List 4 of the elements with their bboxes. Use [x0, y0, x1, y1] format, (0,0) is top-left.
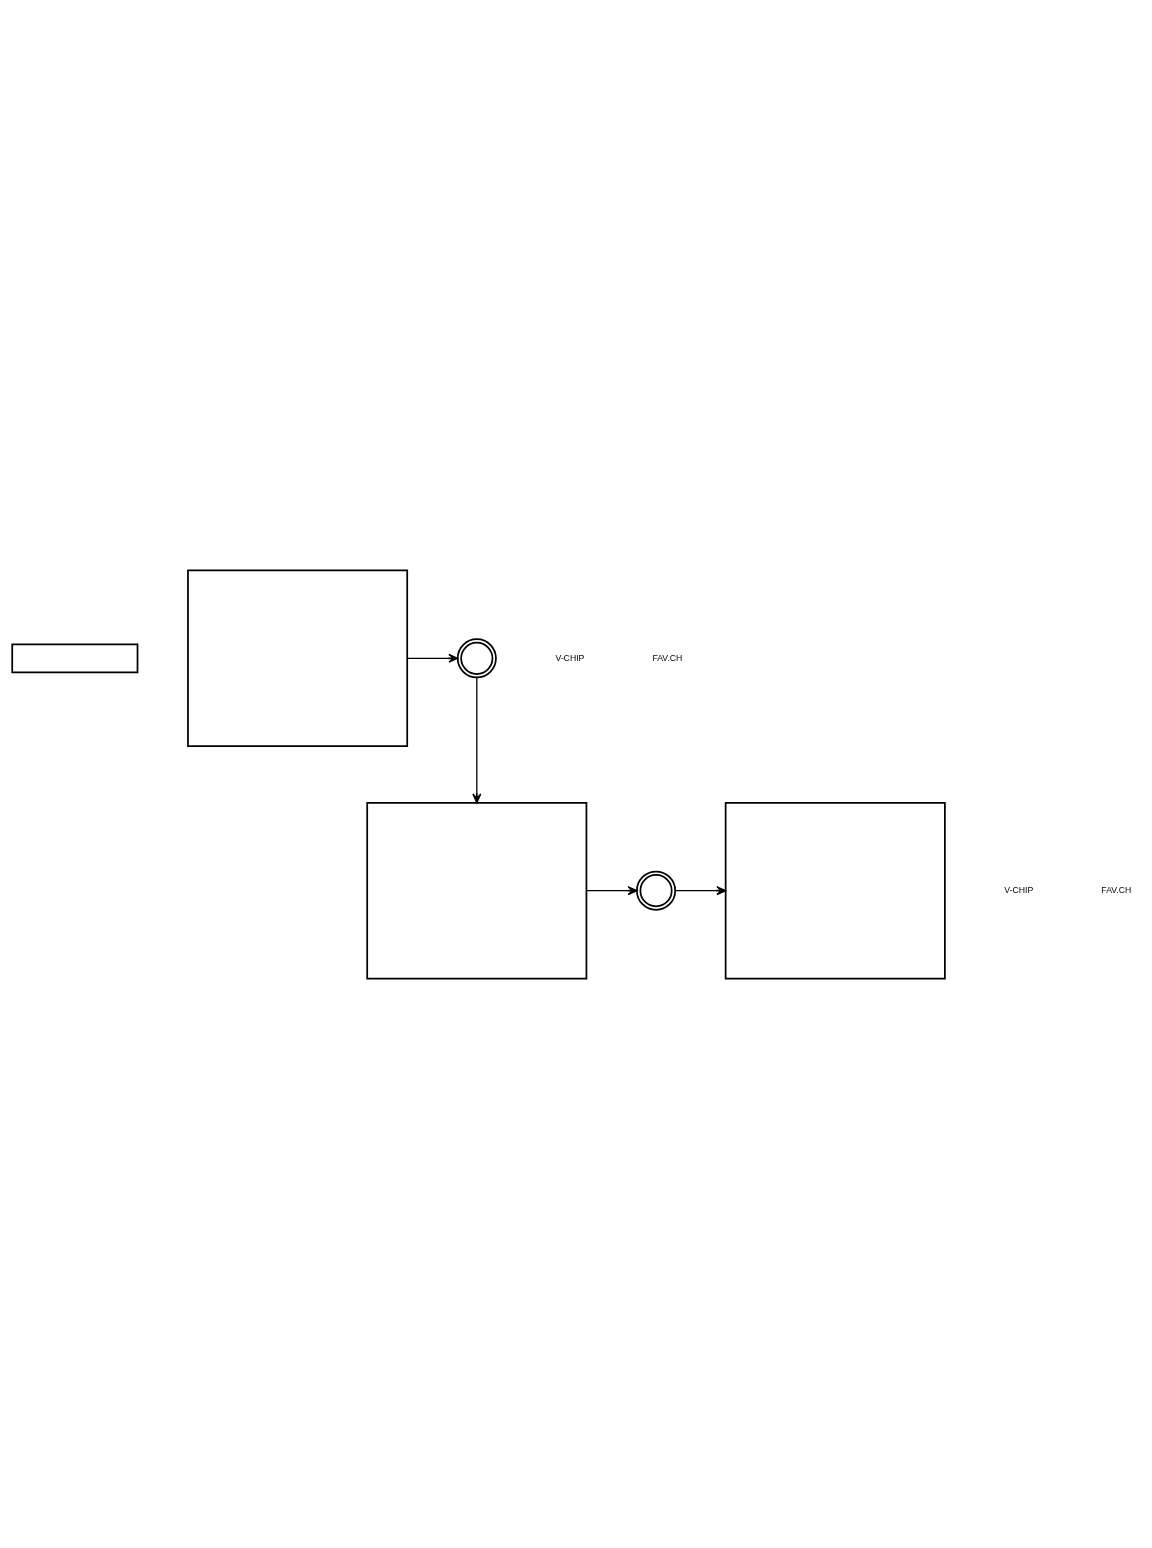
label: V-CHIP	[1004, 884, 1034, 895]
label: V-CHIP	[555, 652, 585, 663]
label: FAV.CH	[652, 652, 683, 663]
label: FAV.CH	[1101, 884, 1132, 895]
